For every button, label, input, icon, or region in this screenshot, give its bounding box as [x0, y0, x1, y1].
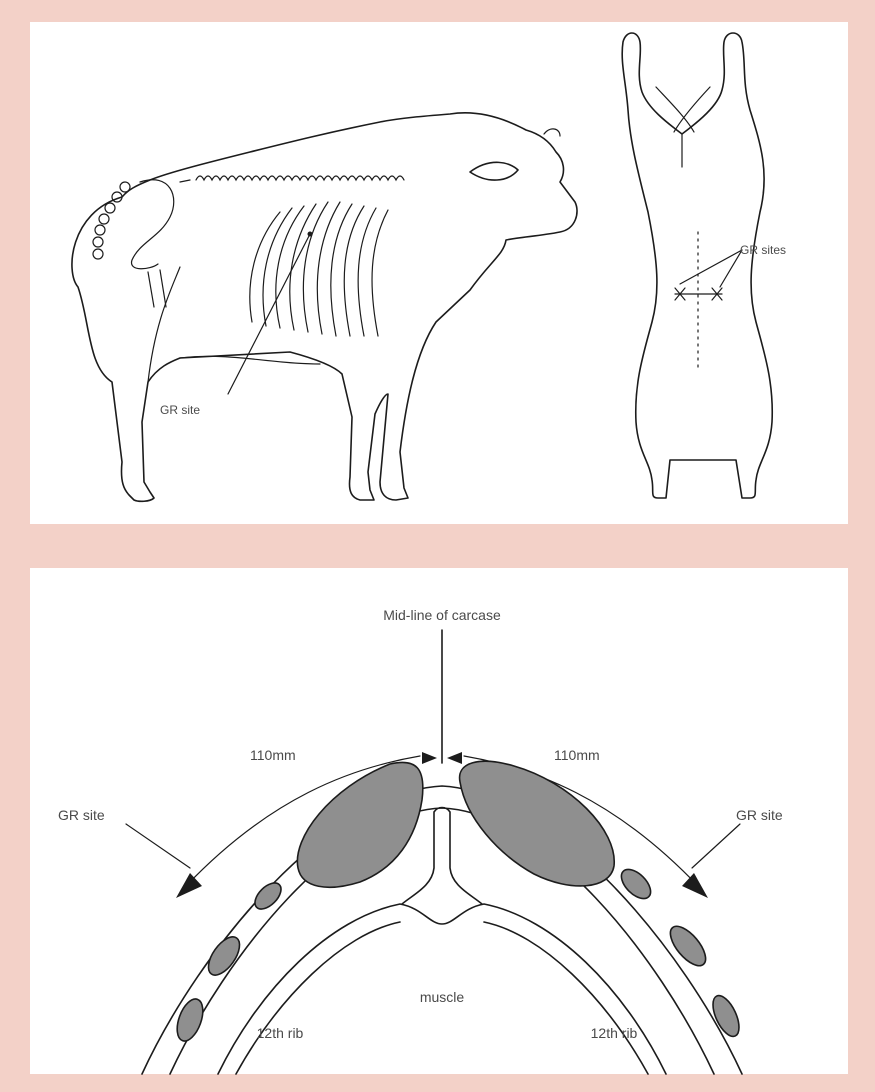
- sheep-drawing: GR site: [72, 113, 577, 502]
- left-distance-label: 110mm: [250, 747, 296, 763]
- sheep-body-outline: [72, 113, 577, 502]
- bottom-panel: Mid-line of carcase 110mm 110mm: [30, 568, 848, 1074]
- right-gr-pointer: [692, 824, 740, 868]
- right-distance-arrow: [682, 873, 708, 898]
- intercostal-muscle: [616, 864, 656, 904]
- eye-muscle-left: [297, 762, 422, 887]
- sheep-and-carcase-diagram: GR site GR sites: [30, 22, 848, 524]
- sheep-hindleg-line: [148, 267, 180, 382]
- cross-section-diagram: Mid-line of carcase 110mm 110mm: [30, 568, 848, 1074]
- sheep-spine: [180, 176, 404, 182]
- intercostal-muscle: [708, 992, 745, 1040]
- carcase-drawing: GR sites: [622, 33, 786, 498]
- midline-label: Mid-line of carcase: [383, 607, 501, 623]
- intercostal-muscle: [250, 878, 285, 913]
- left-gr-pointer: [126, 824, 190, 868]
- right-rib-label: 12th rib: [591, 1025, 638, 1041]
- intercostal-muscle: [202, 932, 245, 981]
- intercostal-muscle: [664, 921, 712, 972]
- muscle-label: muscle: [420, 989, 465, 1005]
- sheep-pelvis: [132, 180, 174, 307]
- left-distance-arrow: [176, 873, 202, 898]
- sheep-gr-point: [308, 232, 313, 237]
- carcase-gr-label: GR sites: [740, 243, 786, 257]
- carcase-neck-cross: [656, 87, 710, 167]
- midline-arrow-right: [447, 752, 462, 764]
- top-panel: GR site GR sites: [30, 22, 848, 524]
- carcase-outline: [622, 33, 772, 498]
- sheep-ear: [470, 162, 518, 180]
- left-rib-label: 12th rib: [257, 1025, 304, 1041]
- right-gr-label: GR site: [736, 807, 783, 823]
- carcase-gr-pointer-left: [680, 250, 742, 284]
- sheep-ribs: [250, 202, 388, 336]
- right-distance-label: 110mm: [554, 747, 600, 763]
- sheep-gr-pointer: [228, 234, 310, 394]
- intercostal-muscle: [172, 996, 208, 1045]
- skin-outer: [142, 786, 742, 1074]
- sheep-gr-label: GR site: [160, 403, 200, 417]
- sheep-poll: [544, 129, 560, 136]
- eye-muscle-right: [460, 761, 615, 886]
- left-gr-label: GR site: [58, 807, 105, 823]
- midline-arrow-left: [422, 752, 437, 764]
